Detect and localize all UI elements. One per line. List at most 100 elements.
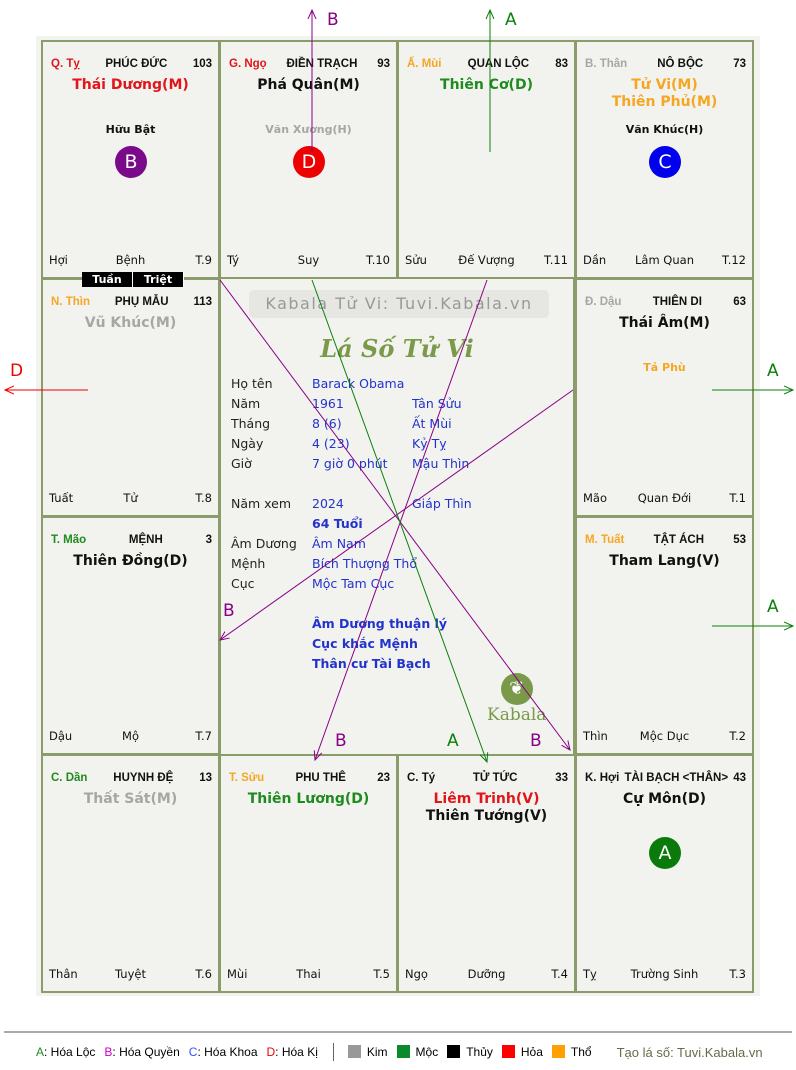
info-row: Âm Dương thuận lý: [231, 616, 571, 636]
arrow-label-a: A: [505, 10, 517, 30]
age-limit: T.11: [544, 253, 568, 267]
main-star: Phá Quân(M): [257, 77, 360, 93]
info-label: Mệnh: [231, 556, 266, 571]
branch-label: C. Tý: [407, 772, 436, 784]
main-star: Thiên Đồng(D): [73, 553, 188, 569]
info-label: Họ tên: [231, 376, 273, 391]
cycle-stage: Mộ: [122, 729, 139, 743]
branch-label: Đ. Dậu: [585, 296, 622, 308]
info-value: Bích Thượng Thổ: [312, 556, 417, 571]
color-swatch-icon: [501, 1045, 515, 1058]
transform-badge: A: [649, 837, 681, 869]
palace-number: 53: [733, 534, 746, 546]
main-star: Tham Lang(V): [609, 553, 720, 569]
chart-title: Lá Số Tử Vi: [320, 334, 474, 363]
info-value: Mộc Tam Cục: [312, 576, 395, 591]
age-limit: T.10: [366, 253, 390, 267]
main-star: Thiên Cơ(D): [440, 77, 533, 93]
main-stars: Tham Lang(V): [577, 553, 752, 570]
branch-label: B. Thân: [585, 58, 628, 70]
main-star: Thất Sát(M): [83, 791, 178, 807]
minor-star: Tả Phù: [643, 361, 686, 374]
tree-icon: ❦: [500, 673, 533, 705]
palace-number: 113: [193, 296, 212, 308]
arrow-label-b: B: [223, 601, 235, 621]
arrow-label-d: D: [10, 361, 24, 381]
legend-key: C: [188, 1045, 198, 1059]
cycle-stage: Thai: [296, 967, 321, 981]
info-can-chi: Kỷ Tỵ: [412, 436, 447, 451]
main-stars: Thất Sát(M): [43, 791, 218, 808]
legend-element: Hỏa: [501, 1045, 543, 1059]
credit-text: Tạo lá số: Tuvi.Kabala.vn: [616, 1044, 763, 1060]
palace-number: 33: [555, 772, 568, 784]
info-label: Ngày: [231, 436, 264, 451]
legend-key: B: [104, 1045, 113, 1059]
info-row: Mệnh Bích Thượng Thổ: [231, 556, 571, 576]
palace-number: 73: [733, 58, 746, 70]
info-can-chi: Mậu Thìn: [412, 456, 470, 471]
legend-label: Mộc: [415, 1045, 439, 1059]
info-label: Năm: [231, 396, 261, 411]
legend-label: Thổ: [570, 1045, 592, 1059]
legend-element: Mộc: [396, 1045, 439, 1059]
main-star: Thiên Phủ(M): [611, 94, 718, 110]
legend-label: Thủy: [466, 1045, 493, 1059]
main-stars: Liêm Trinh(V)Thiên Tướng(V): [399, 791, 574, 825]
info-value: Cục khắc Mệnh: [312, 636, 418, 651]
age-limit: T.7: [195, 729, 212, 743]
info-label: Năm xem: [231, 496, 292, 511]
color-swatch-icon: [551, 1045, 565, 1058]
branch-label: G. Ngọ: [229, 58, 267, 70]
transform-badge: C: [649, 146, 681, 178]
main-star: Cự Môn(D): [622, 791, 707, 807]
center-info-panel: Kabala Tử Vi: Tuvi.Kabala.vn Lá Số Tử Vi…: [219, 278, 575, 754]
opposite-branch: Mùi: [227, 967, 248, 981]
minor-star: Văn Xương(H): [265, 123, 352, 136]
palace-name: QUAN LỘC: [467, 58, 530, 70]
info-label: Cục: [231, 576, 255, 591]
legend-key: D: [266, 1045, 276, 1059]
legend-label: : Hóa Quyền: [112, 1045, 180, 1059]
tuan-triet-tags: Tuần Triệt: [82, 272, 184, 287]
age-limit: T.3: [729, 967, 746, 981]
info-label: Giờ: [231, 456, 252, 471]
legend-label: Hỏa: [520, 1045, 543, 1059]
info-value: Thân cư Tài Bạch: [312, 656, 431, 671]
opposite-branch: Dậu: [49, 729, 73, 743]
legend-element: Kim: [347, 1045, 388, 1059]
main-stars: Thái Âm(M): [577, 315, 752, 332]
age-limit: T.2: [729, 729, 746, 743]
legend-label: : Hóa Khoa: [197, 1045, 258, 1059]
legend-key: A: [36, 1045, 45, 1059]
main-stars: Cự Môn(D): [577, 791, 752, 808]
color-swatch-icon: [347, 1045, 361, 1058]
main-stars: Phá Quân(M): [221, 77, 396, 94]
info-can-chi: Giáp Thìn: [412, 496, 472, 511]
arrow-label-b: B: [335, 731, 347, 751]
branch-label: T. Sửu: [229, 772, 265, 784]
opposite-branch: Tuất: [49, 491, 74, 505]
transform-badge: B: [115, 146, 147, 178]
